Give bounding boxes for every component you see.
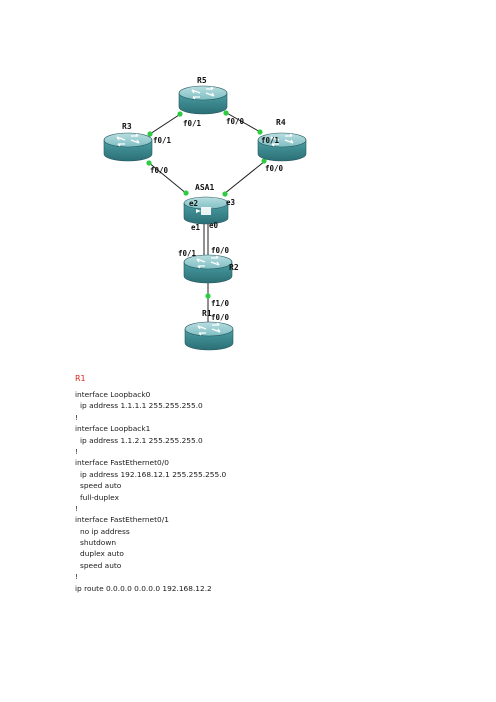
port-dot	[257, 129, 263, 135]
link-r5-r4	[224, 111, 263, 134]
firewall-asa1[interactable]	[183, 196, 229, 225]
config-line: speed auto	[80, 481, 122, 491]
router-config-section: R1 interface Loopback0 ip address 1.1.1.1…	[75, 373, 475, 594]
config-line: !	[75, 572, 78, 582]
config-line: ip address 1.1.2.1 255.255.255.0	[80, 435, 203, 445]
device-label-asa1: ASA1	[195, 183, 214, 192]
port-label: f0/1	[261, 136, 280, 145]
config-line: interface FastEthernet0/1	[75, 515, 169, 525]
port-dot	[147, 131, 153, 137]
config-line: interface Loopback0	[75, 390, 151, 399]
router-r5[interactable]	[178, 85, 228, 115]
port-dot	[177, 111, 183, 117]
config-line: !	[75, 446, 78, 456]
port-label: f0/0	[211, 246, 230, 255]
port-label: e2	[189, 199, 198, 208]
link-r4-asa	[223, 160, 266, 195]
config-line: !	[75, 412, 78, 422]
device-label-r4: R4	[276, 118, 286, 127]
port-label: f0/1	[153, 136, 172, 145]
device-label-r5: R5	[197, 76, 207, 85]
port-dot	[223, 110, 229, 116]
link-r3-asa	[147, 161, 188, 195]
config-line: interface FastEthernet0/0	[75, 458, 169, 468]
config-line: shutdown	[80, 538, 117, 548]
port-label: f0/0	[150, 166, 169, 175]
port-dot	[261, 158, 267, 164]
config-line: !	[75, 503, 78, 513]
port-dot	[146, 160, 152, 166]
port-label: f1/0	[211, 299, 230, 308]
port-label: e3	[226, 198, 236, 207]
config-heading: R1	[75, 374, 86, 383]
config-line: ip address 1.1.1.1 255.255.255.0	[80, 401, 203, 411]
port-label: f0/0	[226, 117, 245, 126]
port-label: e1	[191, 223, 201, 232]
port-label: f0/1	[178, 249, 197, 258]
config-line: full-duplex	[80, 492, 119, 502]
config-line: no ip address	[80, 526, 130, 536]
device-label-r3: R3	[122, 122, 132, 131]
port-label: e0	[209, 221, 219, 230]
config-line: speed auto	[80, 560, 122, 570]
port-dot	[222, 191, 228, 197]
router-r3[interactable]	[103, 132, 153, 162]
config-line: duplex auto	[80, 549, 124, 559]
port-dot	[205, 293, 211, 299]
config-line: ip route 0.0.0.0 0.0.0.0 192.168.12.2	[75, 583, 212, 593]
router-r2[interactable]	[183, 254, 233, 284]
config-line: ip address 192.168.12.1 255.255.255.0	[80, 469, 227, 479]
router-r1[interactable]	[184, 321, 234, 351]
port-dot	[183, 190, 189, 196]
device-label-r2: R2	[229, 263, 239, 272]
config-line: interface Loopback1	[75, 424, 151, 434]
link-r3-r5	[149, 112, 183, 135]
port-label: f0/0	[211, 313, 230, 322]
config-lines: interface Loopback0 ip address 1.1.1.1 25…	[75, 389, 475, 594]
device-label-r1: R1	[202, 309, 212, 318]
network-topology-diagram: R5 R3 R4 ASA1 R2 R1 f0/1 f0/0 f0/1 f0/0 …	[103, 76, 307, 351]
port-label: f0/1	[183, 119, 202, 128]
port-label: f0/0	[265, 164, 284, 173]
